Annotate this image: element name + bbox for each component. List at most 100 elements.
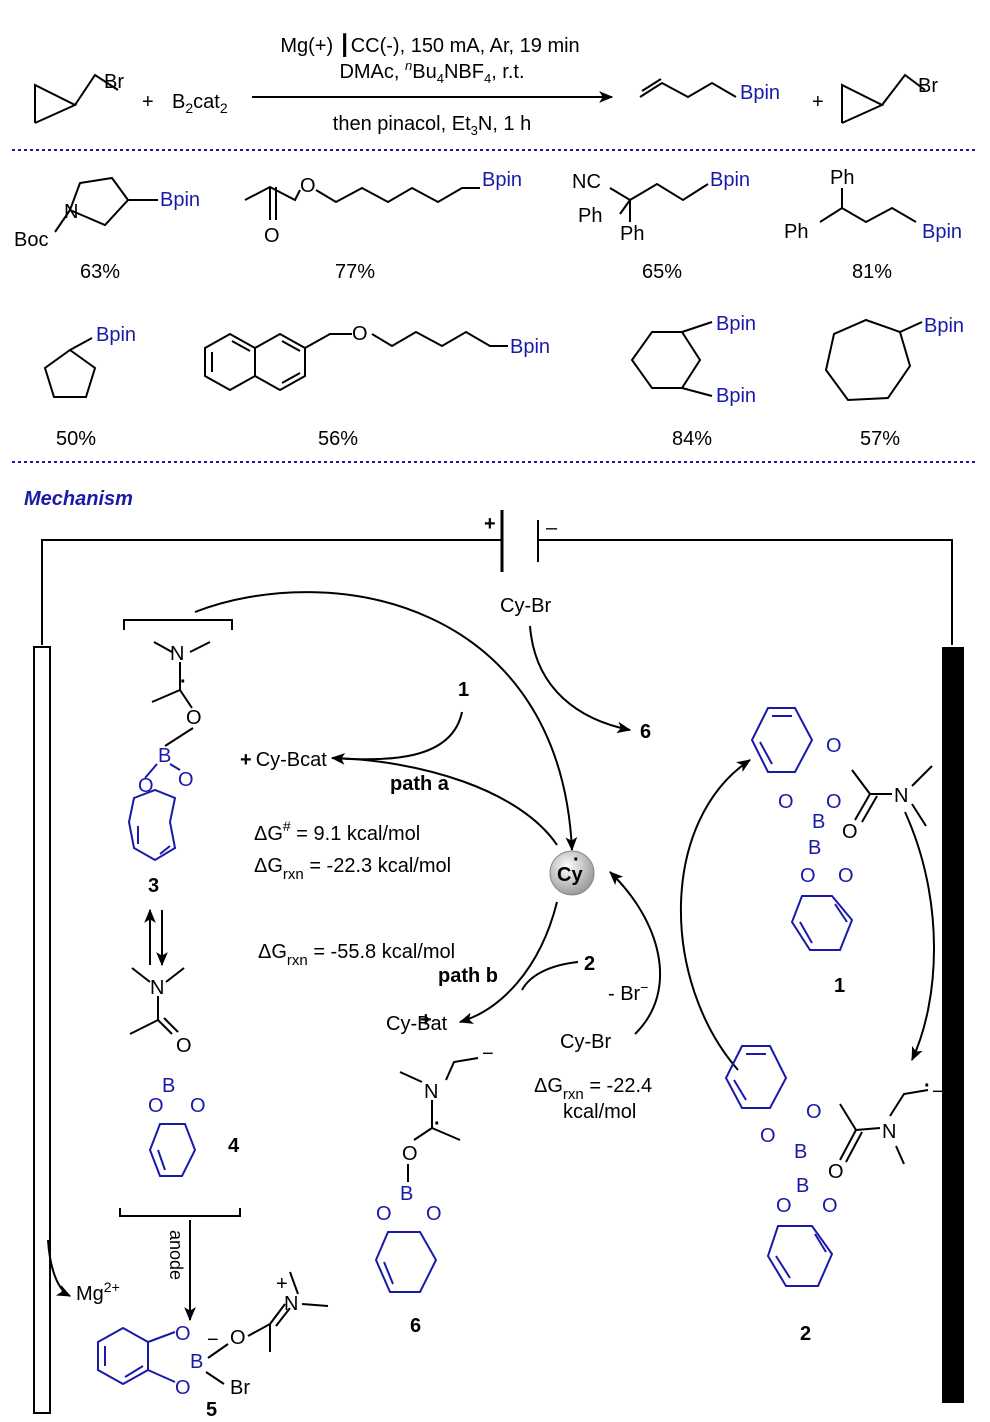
nitrile-nc: NC bbox=[572, 171, 601, 193]
svg-text:O: O bbox=[426, 1203, 442, 1225]
scope-item-cyclopentyl: Bpin 50% bbox=[43, 324, 136, 450]
yield-57: 57% bbox=[860, 428, 900, 450]
svg-text:Cy: Cy bbox=[557, 864, 583, 886]
svg-text:O: O bbox=[806, 1101, 822, 1123]
cybr-mid: Cy-Br bbox=[560, 1031, 611, 1053]
equilibrium-arrows bbox=[144, 908, 168, 967]
product-6-label: 6 bbox=[640, 721, 651, 743]
reaction-energy-b: ΔGrxn = -55.8 kcal/mol bbox=[258, 941, 455, 969]
mechanism-title: Mechanism bbox=[24, 488, 133, 510]
reaction-energy-c-unit: kcal/mol bbox=[563, 1101, 636, 1123]
bpin-label: Bpin bbox=[160, 189, 200, 211]
svg-text:−: − bbox=[207, 1329, 219, 1351]
cy-bcat: +Cy-Bcat bbox=[240, 749, 327, 771]
yield-50: 50% bbox=[56, 428, 96, 450]
svg-text:B: B bbox=[808, 837, 821, 859]
compound-6: + N − · O B O O 6 bbox=[374, 1009, 494, 1337]
svg-text:−: − bbox=[482, 1043, 494, 1065]
compound-2: O O B B O O O N · − 2 bbox=[724, 1045, 944, 1345]
reagent-2-label: 2 bbox=[584, 953, 595, 975]
conditions-line-1: Mg(+) ┃CC(-), 150 mA, Ar, 19 min bbox=[280, 33, 579, 57]
svg-text:N: N bbox=[894, 785, 908, 807]
byproduct-br: Br bbox=[918, 75, 938, 97]
scope-item-cycloheptyl: Bpin 57% bbox=[824, 315, 964, 450]
svg-text:O: O bbox=[190, 1095, 206, 1117]
scope-item-cyclohexyl-bis: Bpin Bpin 84% bbox=[630, 313, 756, 450]
scope-item-diphenyl: Ph Ph Bpin 81% bbox=[784, 167, 962, 283]
carbonyl-o: O bbox=[264, 225, 280, 247]
svg-text:·: · bbox=[434, 1113, 441, 1135]
compound-1: O O O B B O O O N 1 bbox=[750, 707, 933, 997]
compound-1-label: 1 bbox=[834, 975, 845, 997]
yield-56: 56% bbox=[318, 428, 358, 450]
svg-text:B: B bbox=[796, 1175, 809, 1197]
compound-2-label: 2 bbox=[800, 1323, 811, 1345]
phenyl-1: Ph bbox=[578, 205, 602, 227]
svg-text:O: O bbox=[175, 1323, 191, 1345]
svg-text:N: N bbox=[170, 643, 184, 665]
conditions-line-3: then pinacol, Et3N, 1 h bbox=[333, 113, 531, 138]
svg-text:O: O bbox=[800, 865, 816, 887]
svg-text:+: + bbox=[420, 1009, 432, 1031]
svg-text:O: O bbox=[826, 735, 842, 757]
bromide-loss: - Br− bbox=[608, 979, 648, 1005]
bpin-label: Bpin bbox=[710, 169, 750, 191]
battery-minus: – bbox=[546, 517, 558, 539]
compound-4-label: 4 bbox=[228, 1135, 240, 1157]
battery-plus: + bbox=[484, 513, 496, 535]
compound-3: N · O B O O 3 bbox=[123, 619, 233, 897]
svg-text:B: B bbox=[400, 1183, 413, 1205]
bpin-bottom: Bpin bbox=[716, 385, 756, 407]
recovered-substrate: Br bbox=[841, 73, 938, 124]
yield-63: 63% bbox=[80, 261, 120, 283]
bpin-label: Bpin bbox=[924, 315, 964, 337]
bpin-label: Bpin bbox=[510, 336, 550, 358]
main-reaction: Br + B2cat2 Mg(+) ┃CC(-), 150 mA, Ar, 19… bbox=[34, 33, 938, 138]
reagent-b2cat2: B2cat2 bbox=[172, 91, 228, 116]
substrate-cyclopropylmethyl-bromide: Br bbox=[34, 71, 124, 124]
substrate-br: Br bbox=[104, 71, 124, 93]
reagent-1-label: 1 bbox=[458, 679, 469, 701]
compound-4: N O B O O 4 bbox=[119, 967, 241, 1217]
svg-text:B: B bbox=[812, 811, 825, 833]
bpin-top: Bpin bbox=[716, 313, 756, 335]
magnesium-ion: Mg2+ bbox=[76, 1279, 120, 1305]
plus-sign: + bbox=[142, 91, 154, 113]
svg-text:−: − bbox=[932, 1081, 944, 1103]
svg-text:O: O bbox=[148, 1095, 164, 1117]
compound-3-label: 3 bbox=[148, 875, 159, 897]
svg-text:O: O bbox=[778, 791, 794, 813]
compound-5-label: 5 bbox=[206, 1399, 217, 1421]
svg-text:O: O bbox=[175, 1377, 191, 1399]
svg-text:O: O bbox=[760, 1125, 776, 1147]
svg-text:O: O bbox=[828, 1161, 844, 1183]
activation-energy: ΔG# = 9.1 kcal/mol bbox=[254, 818, 420, 845]
boc-label: Boc bbox=[14, 229, 48, 251]
compound-5: O O B − O Br N + 5 bbox=[97, 1271, 329, 1421]
pyrrolidine-n: N bbox=[64, 201, 78, 223]
svg-text:O: O bbox=[776, 1195, 792, 1217]
ether-o: O bbox=[352, 323, 368, 345]
ester-o: O bbox=[300, 175, 316, 197]
path-b-label: path b bbox=[438, 965, 498, 987]
cathode-electrode bbox=[942, 647, 964, 1403]
svg-text:O: O bbox=[178, 769, 194, 791]
svg-text:·: · bbox=[180, 671, 187, 693]
product-bpin: Bpin bbox=[740, 82, 780, 104]
electrochemical-circuit: + – bbox=[33, 510, 964, 1414]
yield-65: 65% bbox=[642, 261, 682, 283]
scope-item-boc-pyrrolidine: N Boc Bpin 63% bbox=[14, 176, 200, 283]
phenyl-2: Ph bbox=[620, 223, 644, 245]
phenyl-left: Ph bbox=[784, 221, 808, 243]
svg-text:O: O bbox=[176, 1035, 192, 1057]
scope-item-naphthyl-ether: O Bpin 56% bbox=[204, 323, 550, 450]
yield-77: 77% bbox=[335, 261, 375, 283]
svg-text:N: N bbox=[150, 977, 164, 999]
anode-electrode bbox=[33, 646, 51, 1414]
reaction-energy-c: ΔGrxn = -22.4 bbox=[534, 1075, 652, 1103]
svg-text:·: · bbox=[924, 1075, 931, 1097]
yield-81: 81% bbox=[852, 261, 892, 283]
reaction-energy-a: ΔGrxn = -22.3 kcal/mol bbox=[254, 855, 451, 883]
svg-text:O: O bbox=[842, 821, 858, 843]
